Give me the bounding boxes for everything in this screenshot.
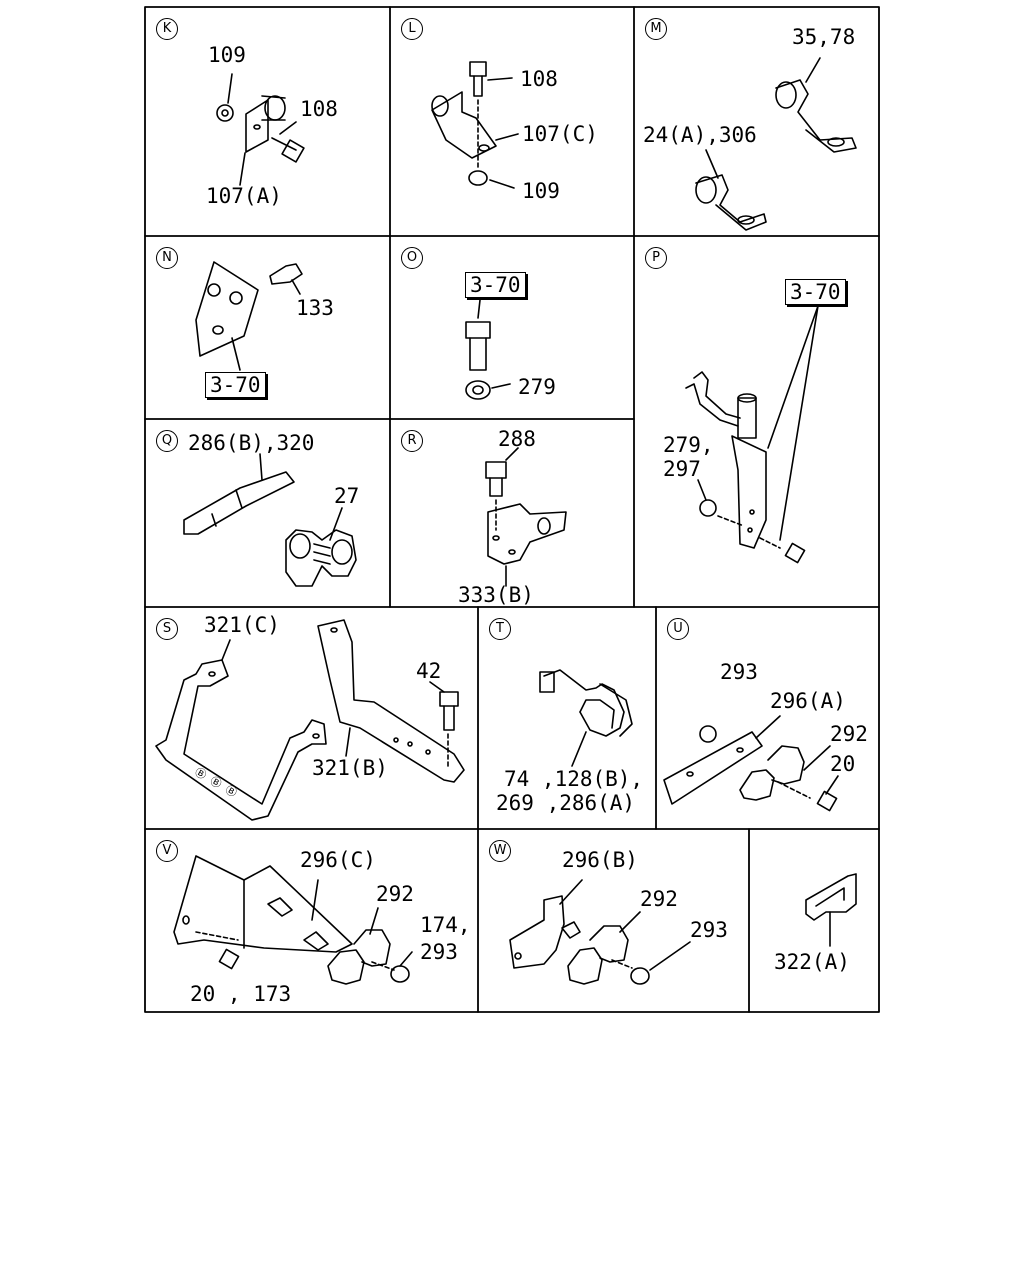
callout-label: 107(A) xyxy=(206,184,282,208)
callout-label: 297 xyxy=(663,457,701,481)
panel-k-letter: K xyxy=(156,18,178,40)
callout-label: 279 xyxy=(518,375,556,399)
panel-n-letter: N xyxy=(156,247,178,269)
callout-label: 296(B) xyxy=(562,848,638,872)
panel-u-letter: U xyxy=(667,618,689,640)
callout-label: 24(A),306 xyxy=(643,123,757,147)
callout-label: 322(A) xyxy=(774,950,850,974)
reference-box: 3-70 xyxy=(465,272,526,298)
panel-v-drawing xyxy=(173,855,413,985)
callout-label: 20 , 173 xyxy=(190,982,292,1006)
panel-r-drawing xyxy=(485,447,567,587)
panel-q-drawing xyxy=(183,453,357,587)
panel-m-letter: M xyxy=(645,18,667,40)
callout-label: 42 xyxy=(416,659,442,683)
grid-lines xyxy=(144,6,880,1013)
panel-m-drawing xyxy=(695,57,857,231)
callout-label: 286(B),320 xyxy=(188,431,315,455)
callout-label: 35,78 xyxy=(792,25,856,49)
callout-label: 108 xyxy=(520,67,558,91)
panel-l-drawing xyxy=(431,61,519,189)
callout-label: 109 xyxy=(522,179,560,203)
panel-w-letter: W xyxy=(489,840,511,862)
callout-label: 292 xyxy=(376,882,414,906)
reference-box: 3-70 xyxy=(785,279,846,305)
panel-w-drawing xyxy=(509,879,691,985)
callout-label: 293 xyxy=(420,940,458,964)
callout-label: 109 xyxy=(208,43,246,67)
panel-o-letter: O xyxy=(401,247,423,269)
callout-label: 292 xyxy=(830,722,868,746)
panel-p-letter: P xyxy=(645,247,667,269)
panel-v-letter: V xyxy=(156,840,178,862)
panel-s-letter: S xyxy=(156,618,178,640)
callout-label: 333(B) xyxy=(458,583,534,607)
callout-label: 133 xyxy=(296,296,334,320)
callout-label: 321(C) xyxy=(204,613,280,637)
callout-label: 293 xyxy=(690,918,728,942)
panel-u-drawing xyxy=(663,715,839,812)
panel-t-letter: T xyxy=(489,618,511,640)
panel-t-drawing xyxy=(539,669,633,767)
panel-q-letter: Q xyxy=(156,430,178,452)
panel-n-drawing xyxy=(195,261,303,371)
callout-label: 296(A) xyxy=(770,689,846,713)
callout-label: 27 xyxy=(334,484,360,508)
panel-p-drawing xyxy=(685,305,819,564)
panel-k-drawing xyxy=(216,73,305,186)
callout-label: 174, xyxy=(420,913,471,937)
callout-label: 321(B) xyxy=(312,756,388,780)
callout-label: 296(C) xyxy=(300,848,376,872)
callout-label: 293 xyxy=(720,660,758,684)
panel-s-drawing: Ⓑ Ⓑ Ⓑ xyxy=(155,619,465,821)
panel-r-letter: R xyxy=(401,430,423,452)
callout-label: 108 xyxy=(300,97,338,121)
callout-label: 74 ,128(B), xyxy=(504,767,644,791)
callout-label: 288 xyxy=(498,427,536,451)
panel-x-drawing xyxy=(805,873,857,947)
panel-l-letter: L xyxy=(401,18,423,40)
reference-box: 3-70 xyxy=(205,372,266,398)
callout-label: 279, xyxy=(663,433,714,457)
callout-label: 107(C) xyxy=(522,122,598,146)
callout-label: 269 ,286(A) xyxy=(496,791,636,815)
callout-label: 20 xyxy=(830,752,856,776)
callout-label: 292 xyxy=(640,887,678,911)
panel-o-drawing xyxy=(465,299,511,400)
